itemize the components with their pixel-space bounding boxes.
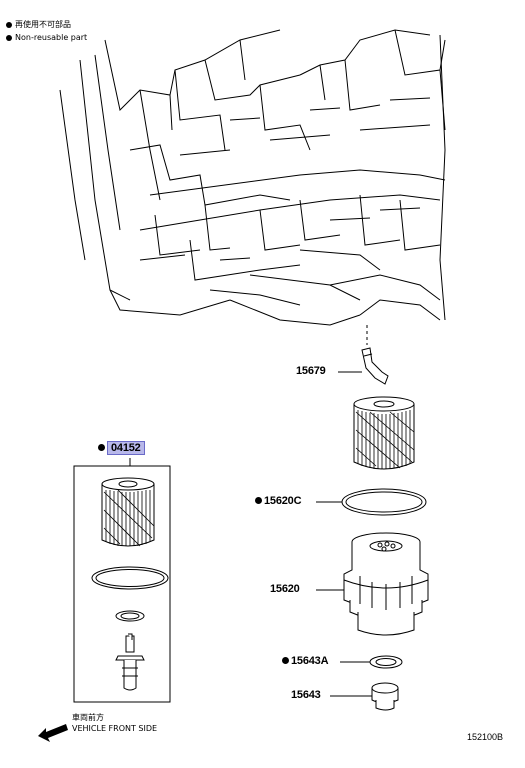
part-label-04152[interactable]: 04152	[98, 441, 145, 455]
kit-drain-pipe-drawing	[115, 633, 145, 691]
legend-jp-text: 再使用不可部品	[15, 20, 71, 29]
legend-jp: 再使用不可部品	[6, 20, 71, 30]
part-label-15620C[interactable]: 15620C	[255, 495, 302, 507]
vehicle-front-jp: 車両前方	[72, 713, 104, 722]
part-15643-drawing	[330, 682, 399, 711]
vehicle-front-label: 車両前方 VEHICLE FRONT SIDE	[72, 712, 157, 734]
engine-block-drawing	[59, 29, 446, 326]
part-15620-drawing	[316, 532, 429, 636]
legend-en: Non-reusable part	[6, 33, 87, 43]
part-label-15620[interactable]: 15620	[270, 583, 300, 595]
vehicle-front-arrow-icon	[38, 724, 68, 742]
part-label-15679[interactable]: 15679	[296, 365, 326, 377]
non-reusable-dot-icon	[282, 656, 289, 664]
kit-gasket-drawing	[115, 610, 145, 622]
legend-en-text: Non-reusable part	[15, 33, 88, 42]
non-reusable-dot-icon	[6, 34, 12, 41]
part-15643A-drawing	[340, 655, 403, 669]
non-reusable-dot-icon	[255, 496, 262, 504]
part-number-15679[interactable]: 15679	[296, 365, 326, 377]
part-15620C-drawing	[316, 488, 427, 516]
diagram-code: 152100B	[466, 732, 503, 742]
kit-element-drawing	[101, 477, 155, 547]
non-reusable-dot-icon	[98, 443, 105, 451]
kit-box	[73, 458, 171, 703]
part-15620-element-drawing	[353, 396, 415, 470]
part-label-15643[interactable]: 15643	[291, 689, 321, 701]
vehicle-front-en: VEHICLE FRONT SIDE	[72, 724, 158, 733]
part-number-15620C[interactable]: 15620C	[264, 495, 302, 507]
non-reusable-dot-icon	[6, 21, 12, 28]
part-15679-drawing	[338, 347, 389, 385]
part-number-04152[interactable]: 04152	[107, 441, 145, 455]
kit-oring-drawing	[91, 566, 169, 590]
part-number-15643[interactable]: 15643	[291, 689, 321, 701]
part-number-15620[interactable]: 15620	[270, 583, 300, 595]
part-number-15643A[interactable]: 15643A	[291, 655, 329, 667]
part-label-15643A[interactable]: 15643A	[282, 655, 329, 667]
